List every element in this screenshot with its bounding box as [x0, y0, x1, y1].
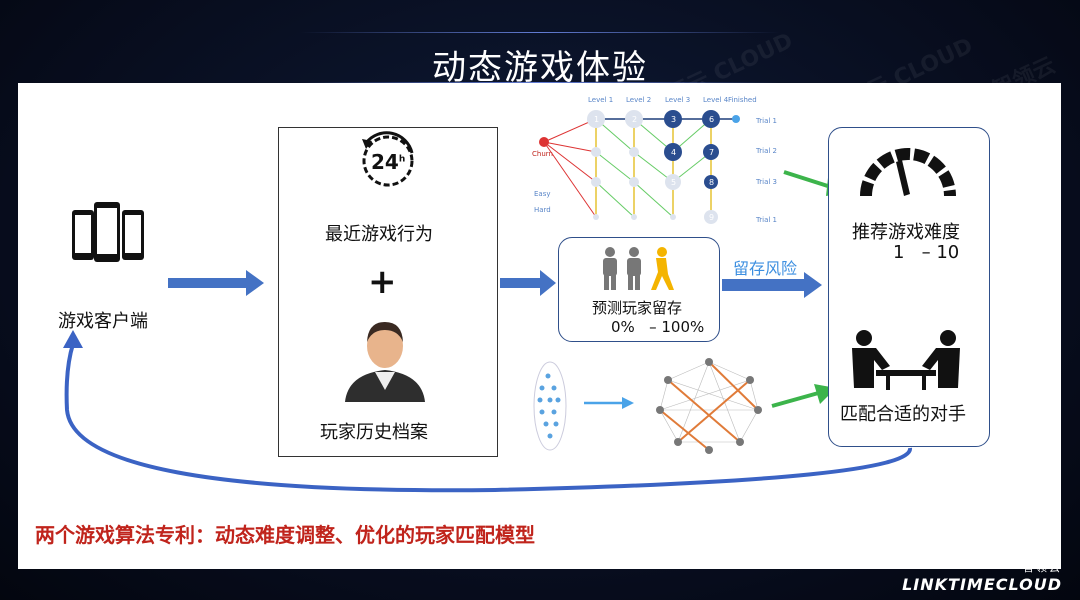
recent-behavior-label: 最近游戏行为 [325, 224, 433, 245]
match-opponent-label: 匹配合适的对手 [840, 404, 966, 425]
retention-risk-label: 留存风险 [733, 259, 798, 278]
trial-label: Trial 3 [755, 178, 777, 186]
arrow-cluster-to-network [584, 397, 634, 409]
clock-text: 24h [371, 150, 406, 174]
svg-text:6: 6 [709, 115, 714, 124]
trial-label: Trial 2 [755, 147, 777, 155]
player-profile-label: 玩家历史档案 [320, 422, 428, 443]
recommend-difficulty-range: 1 – 10 [893, 242, 960, 263]
retention-label: 预测玩家留存 [592, 299, 683, 317]
level-label: Finished [728, 96, 757, 104]
trial-label: Trial 1 [755, 117, 777, 125]
handshake-meeting-icon [852, 330, 960, 390]
left-label: Hard [534, 206, 551, 214]
svg-text:7: 7 [709, 148, 714, 157]
arrow-retention-to-recommend [722, 272, 822, 298]
retention-range: 0% – 100% [611, 318, 705, 336]
trial-label: Trial 1 [755, 216, 777, 224]
page-title: 动态游戏体验 [432, 48, 648, 88]
match-network-graph [656, 358, 762, 454]
left-label: Easy [534, 190, 551, 198]
left-label: Churn [532, 150, 553, 158]
arrow-client-to-input [168, 270, 264, 296]
smartphones-icon [72, 202, 144, 262]
level-label: Level 1 [588, 96, 613, 104]
svg-text:9: 9 [709, 213, 714, 222]
plus-sign: + [368, 262, 397, 302]
player-cluster-icon [533, 361, 567, 451]
svg-text:3: 3 [671, 115, 676, 124]
title-bar: 动态游戏体验 [300, 30, 780, 90]
client-label: 游戏客户端 [58, 311, 148, 332]
people-walking-icon [603, 247, 674, 290]
player-avatar-icon [345, 322, 425, 402]
recommend-difficulty-label: 推荐游戏难度 [852, 222, 960, 243]
clock-24h-icon [362, 131, 414, 187]
level-label: Level 4 [703, 96, 729, 104]
level-label: Level 3 [665, 96, 690, 104]
svg-text:1: 1 [594, 115, 599, 124]
level-progression-graph: Level 1 Level 2 Level 3 Level 4 Finished… [532, 96, 777, 224]
svg-text:2: 2 [632, 115, 637, 124]
svg-text:5: 5 [671, 178, 676, 187]
patent-note: 两个游戏算法专利：动态难度调整、优化的玩家匹配模型 [35, 523, 535, 547]
player-data-box [278, 127, 498, 457]
svg-text:4: 4 [671, 148, 676, 157]
company-logo: 智领云 LINKTIMECLOUD [902, 561, 1062, 594]
difficulty-gauge-icon [860, 148, 956, 197]
arrow-input-to-retention [500, 270, 556, 296]
level-label: Level 2 [626, 96, 651, 104]
svg-text:8: 8 [709, 178, 714, 187]
output-box [828, 127, 990, 447]
feedback-loop-arrow [63, 330, 912, 493]
